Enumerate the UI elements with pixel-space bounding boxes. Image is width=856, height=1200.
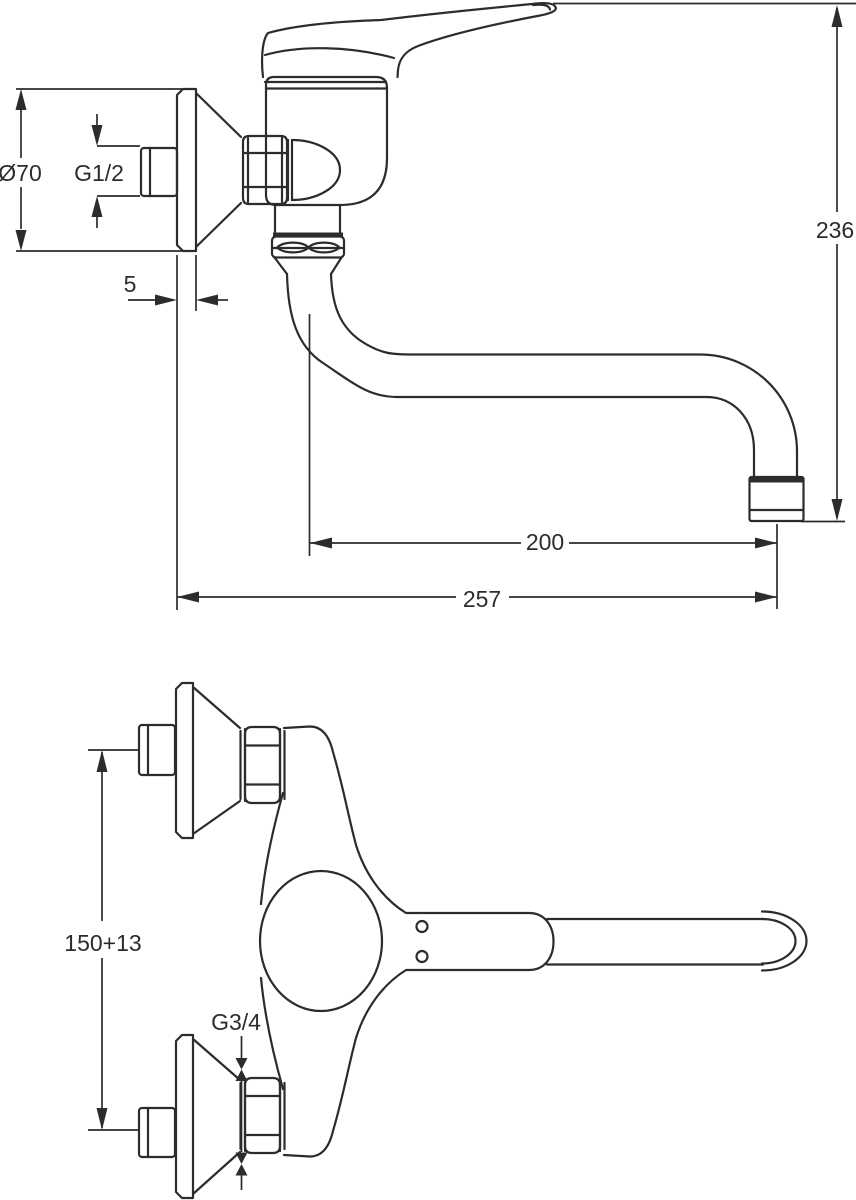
label-inlet-thread: G1/2 xyxy=(74,160,124,186)
dimension-labels: Ø70 G1/2 5 236 200 257 150+13 G3/4 xyxy=(0,160,854,1035)
wall-flange-plate xyxy=(175,87,198,253)
swivel-seal-band xyxy=(273,232,343,237)
dim-overall-projection xyxy=(176,255,777,610)
body-outline-left-upper xyxy=(259,791,285,906)
side-view xyxy=(139,2,805,523)
plan-view-dimensions xyxy=(88,749,248,1190)
dim-union-thread xyxy=(235,1036,248,1190)
dim-outlet-height xyxy=(553,2,856,523)
union-nut-upper xyxy=(243,725,282,805)
flange-cone-bottom-edge xyxy=(194,201,243,249)
cartridge-dome-circle xyxy=(258,869,384,1013)
aerator xyxy=(748,475,805,523)
label-flange-thickness: 5 xyxy=(124,271,137,297)
aerator-outer-arc xyxy=(760,910,808,972)
lever-handle xyxy=(260,2,557,79)
flange-cone-edge xyxy=(191,1037,242,1082)
dim-inlet-thread xyxy=(91,114,140,228)
flange-cone-top-edge xyxy=(194,91,243,139)
aerator-seal-band xyxy=(749,477,804,483)
plan-view xyxy=(137,681,808,1200)
label-outlet-height: 236 xyxy=(816,217,854,243)
dim-connection-centres xyxy=(88,749,140,1131)
inlet-stub-upper xyxy=(137,723,177,777)
label-spout-projection: 200 xyxy=(526,529,564,555)
handle-cap-seam xyxy=(263,47,396,60)
label-union-thread: G3/4 xyxy=(211,1009,261,1035)
lever-dot xyxy=(415,949,429,964)
lever-tip-inner-line xyxy=(531,3,552,11)
body-dome-boss xyxy=(290,138,342,202)
lever-dot xyxy=(415,919,429,934)
side-view-dimensions xyxy=(15,2,856,610)
mixer-body xyxy=(264,75,389,207)
label-overall-projection: 257 xyxy=(463,586,501,612)
union-nut-lower xyxy=(243,1076,282,1155)
inlet-stub xyxy=(139,146,179,198)
flange-cone-edge xyxy=(191,799,242,836)
swivel-taper xyxy=(329,256,343,276)
wall-flange-plate-upper xyxy=(174,681,195,840)
aerator-inner-arc xyxy=(760,917,797,965)
flange-cone-edge xyxy=(191,1150,242,1196)
wall-flange-plate-lower xyxy=(174,1033,195,1200)
inlet-stub-lower xyxy=(137,1106,177,1159)
body-outline-right xyxy=(282,725,555,1158)
swivel-ring-lens xyxy=(307,241,341,254)
spout-outer-edge xyxy=(285,272,756,479)
swivel-taper xyxy=(273,256,289,276)
dim-spout-projection xyxy=(308,314,778,609)
label-connection-centres: 150+13 xyxy=(64,930,141,956)
label-flange-diameter: Ø70 xyxy=(0,160,42,186)
spout-inner-edge xyxy=(329,272,799,479)
flange-cone-edge xyxy=(191,685,242,730)
body-outline-left-lower xyxy=(259,976,285,1091)
dim-flange-thickness xyxy=(128,255,228,311)
dim-flange-diameter xyxy=(15,88,195,252)
